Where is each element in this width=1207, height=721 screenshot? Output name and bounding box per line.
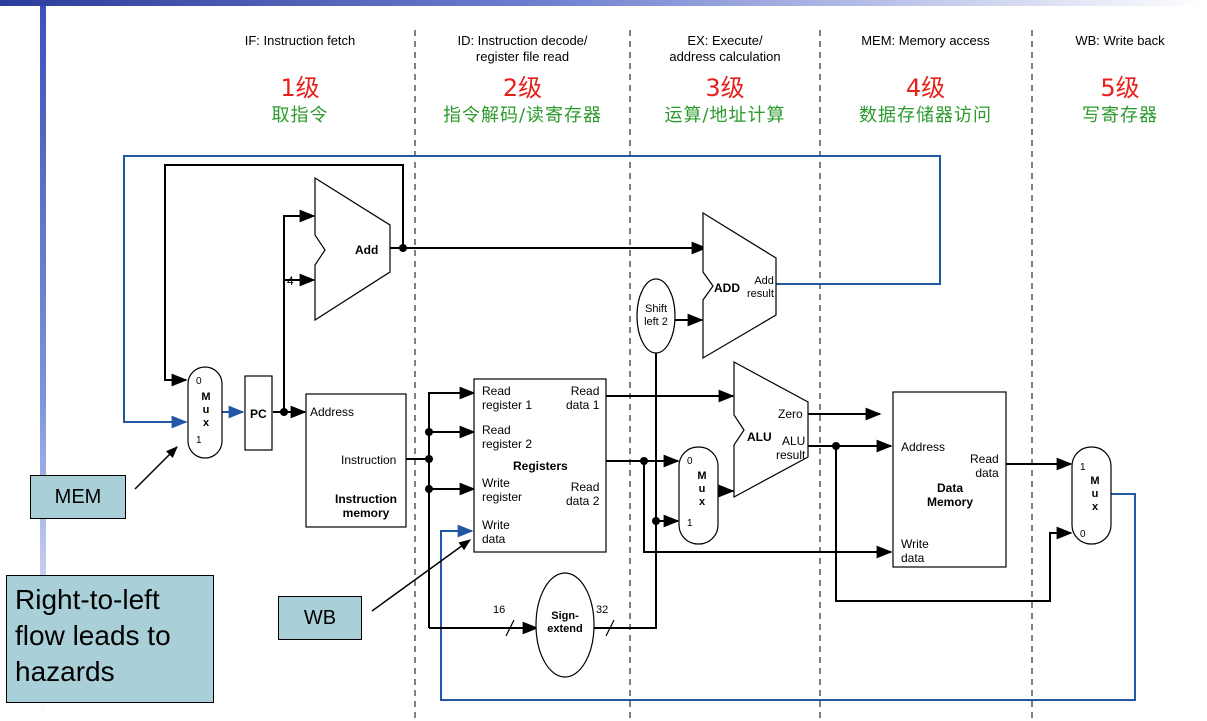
stage-ex-title: EX: Execute/ address calculation <box>669 33 781 64</box>
shift-left-unit <box>636 278 676 354</box>
hazard-callout: Right-to-left flow leads to hazards <box>6 575 214 703</box>
imem-title: Instruction memory <box>335 492 397 520</box>
registers-title: Registers <box>513 459 568 473</box>
pc-mux-in1-label: 1 <box>196 435 202 446</box>
alu-mux-label: M u x <box>697 470 707 508</box>
imem-address-label: Address <box>310 405 355 419</box>
dmem-address-label: Address <box>901 440 946 454</box>
wb-mux-in0-label: 0 <box>1080 529 1086 540</box>
alu-shape <box>733 360 809 499</box>
title-bar-decoration <box>0 0 1207 6</box>
alu-zero-label: Zero <box>778 407 803 421</box>
stage-if-level: 1级 <box>280 74 320 102</box>
sign-extend-unit <box>535 572 595 678</box>
imem-instruction-label: Instruction <box>341 453 397 467</box>
wire-junctions <box>280 244 840 525</box>
reg-write-data-label: Write data <box>482 518 510 546</box>
wb-mux-in1-label: 1 <box>1080 462 1086 473</box>
bits16-label: 16 <box>493 604 506 616</box>
pc-mux <box>187 366 223 459</box>
stage-wb-level: 5级 <box>1100 74 1140 102</box>
dmem-read-data-label: Read data <box>970 452 999 480</box>
writeback-mux <box>1071 446 1112 545</box>
register-file <box>473 378 607 553</box>
stage-if-chinese: 取指令 <box>271 105 329 126</box>
backflow-wires <box>123 155 1136 701</box>
alu-label: ALU <box>747 430 772 444</box>
data-memory <box>892 391 1007 568</box>
alu-input-mux <box>678 446 719 545</box>
alu-mux-in0-label: 0 <box>687 456 693 467</box>
stage-dividers <box>414 30 1033 721</box>
shift-left-label: Shift left 2 <box>644 303 668 328</box>
stage-mem-level: 4级 <box>905 74 946 102</box>
pc-mux-in0-label: 0 <box>196 376 202 387</box>
branch-adder-label: ADD <box>714 281 740 295</box>
stage-if-title: IF: Instruction fetch <box>244 33 356 48</box>
stage-id-level: 2级 <box>502 74 543 102</box>
stage-ex-level: 3级 <box>705 74 745 102</box>
stage-wb-title: WB: Write back <box>1075 33 1165 48</box>
wb-mux-label: M u x <box>1090 475 1100 513</box>
dmem-write-data-label: Write data <box>901 537 929 565</box>
dmem-title: Data Memory <box>926 481 973 509</box>
stage-id-title: ID: Instruction decode/ register file re… <box>457 33 588 64</box>
stage-mem-title: MEM: Memory access <box>861 33 990 48</box>
constant-four-label: 4 <box>287 274 294 288</box>
pc-register <box>244 375 273 451</box>
alu-mux-in1-label: 1 <box>687 518 693 529</box>
bits32-label: 32 <box>596 604 609 616</box>
pc-adder-label: Add <box>355 243 379 257</box>
wb-callout: WB <box>278 596 362 640</box>
reg-read-data2-label: Read data 2 <box>566 480 600 508</box>
alu-result-label: ALU result <box>776 434 806 462</box>
side-bar-decoration <box>40 6 46 718</box>
branch-adder <box>702 211 777 360</box>
stage-wb-chinese: 写寄存器 <box>1082 105 1158 126</box>
callout-arrows <box>134 446 471 612</box>
reg-read1-label: Read register 1 <box>482 384 533 412</box>
reg-read-data1-label: Read data 1 <box>566 384 600 412</box>
sign-extend-label: Sign- extend <box>547 610 583 635</box>
stage-mem-chinese: 数据存储器访问 <box>859 105 992 126</box>
stage-ex-chinese: 运算/地址计算 <box>664 105 786 126</box>
stage-id-chinese: 指令解码/读寄存器 <box>442 105 603 126</box>
pc-adder <box>314 176 391 322</box>
mem-callout: MEM <box>30 475 126 519</box>
reg-write-register-label: Write register <box>482 476 523 504</box>
reg-read2-label: Read register 2 <box>482 423 533 451</box>
pc-label: PC <box>250 407 267 421</box>
instruction-memory <box>305 393 407 528</box>
pc-mux-label: M u x <box>201 391 211 429</box>
branch-adder-result-label: Add result <box>747 275 774 300</box>
